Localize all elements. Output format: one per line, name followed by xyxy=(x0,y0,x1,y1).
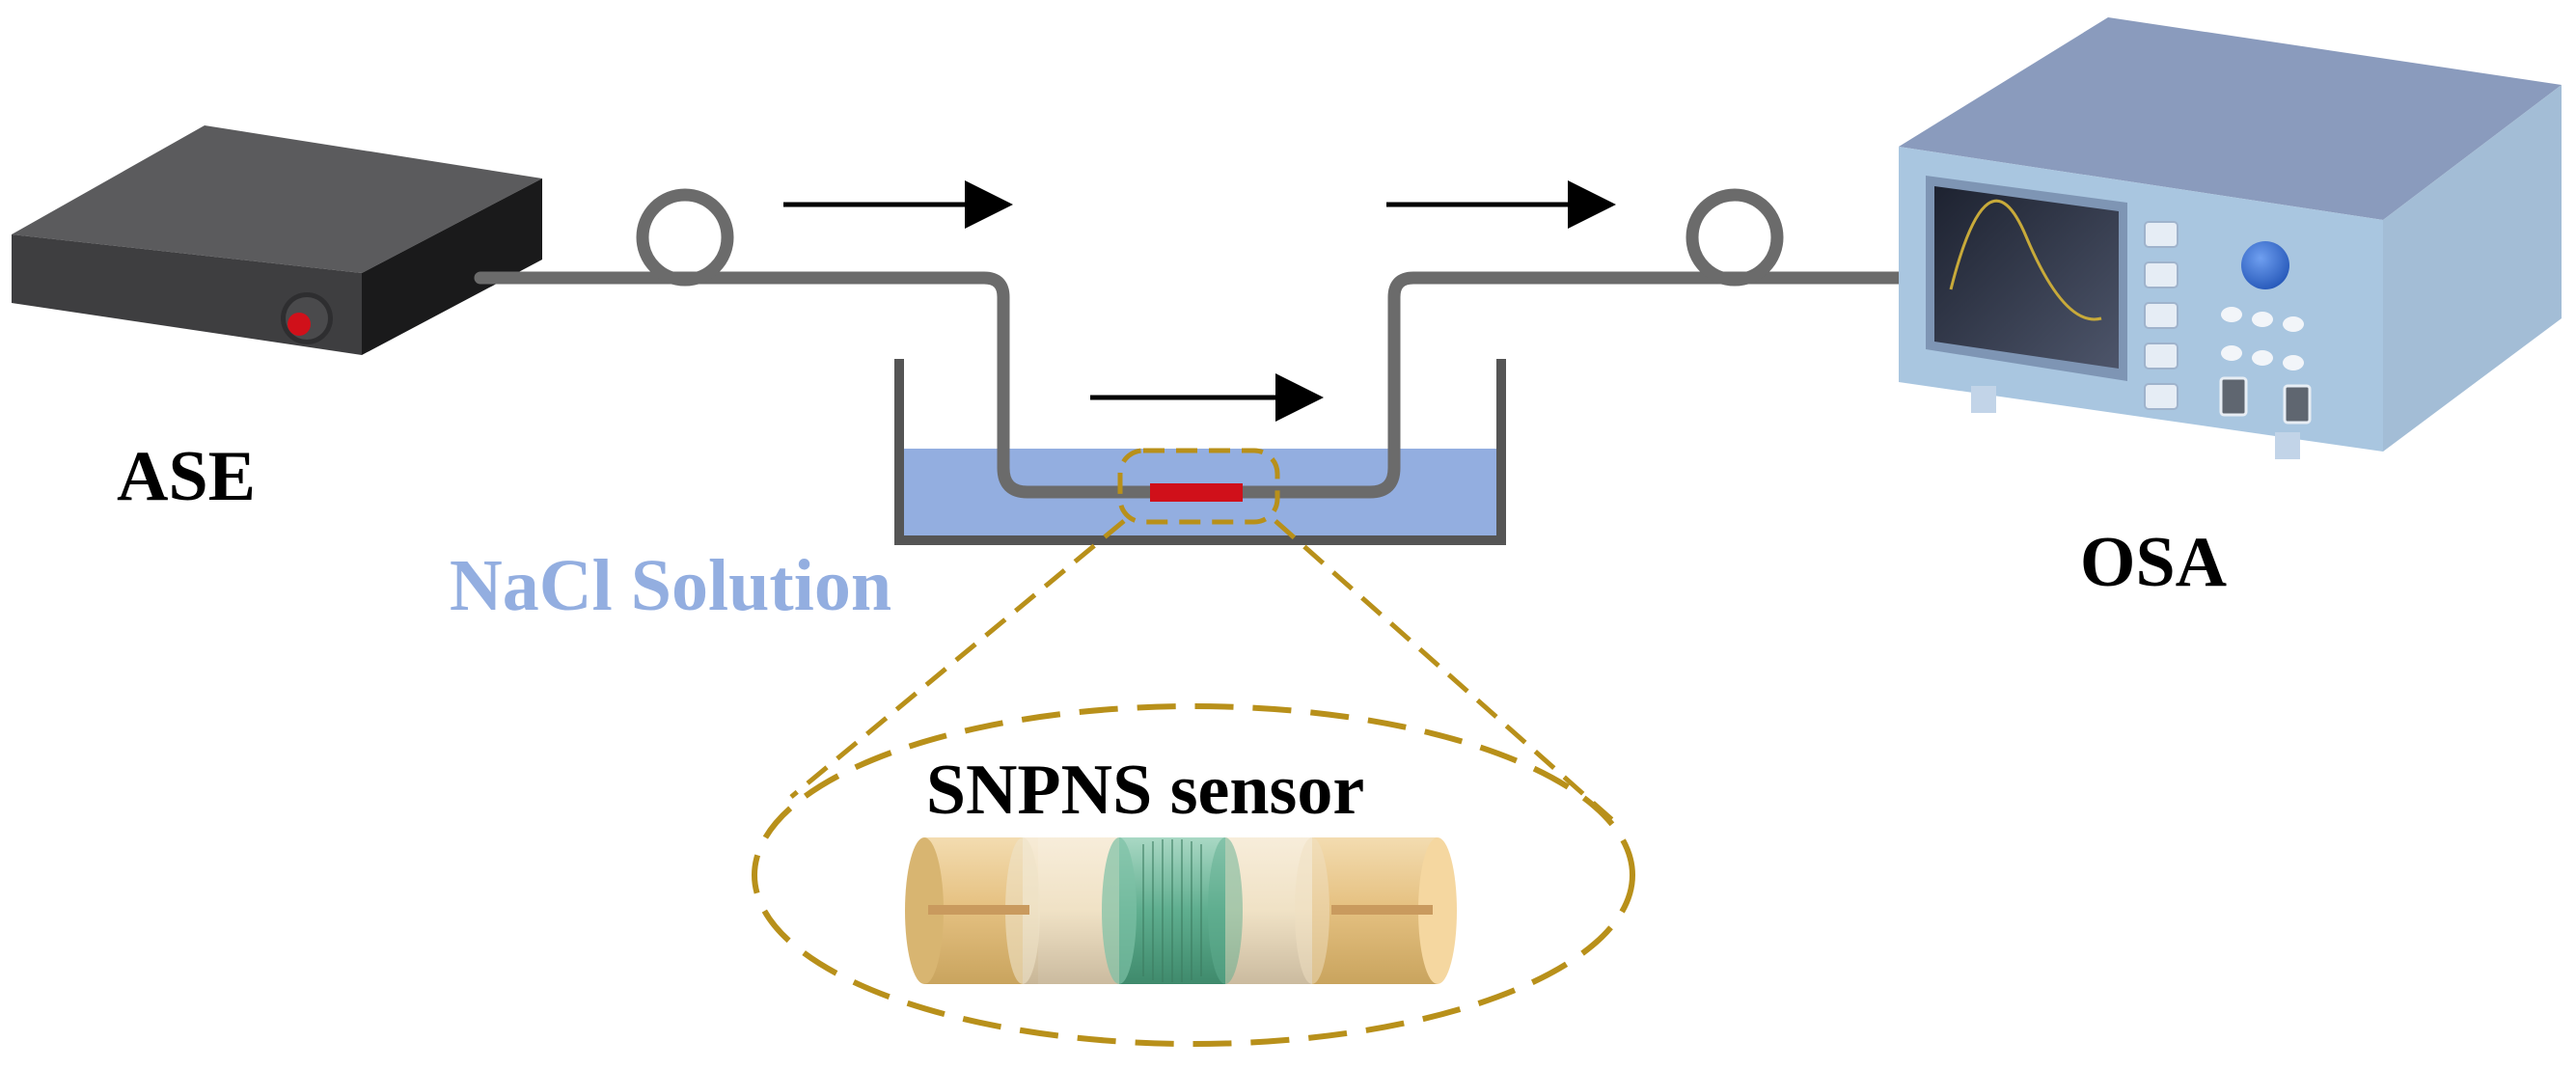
osa-switch-icon xyxy=(2219,376,2312,425)
ase-source-icon xyxy=(12,125,542,355)
sensor-label: SNPNS sensor xyxy=(926,751,1364,830)
osa-label: OSA xyxy=(2080,523,2227,602)
solution-label: NaCl Solution xyxy=(450,545,891,626)
sensor-cylinder-icon xyxy=(905,837,1457,984)
ase-output-port-icon xyxy=(281,292,333,344)
callout-box xyxy=(1117,448,1280,525)
callout-line-left xyxy=(789,519,1126,799)
osa-analyzer-icon xyxy=(1899,17,2562,459)
solution-container xyxy=(894,359,1506,545)
ase-label: ASE xyxy=(117,437,256,516)
osa-button-column-icon xyxy=(2144,221,2179,410)
osa-knob-icon xyxy=(2241,241,2289,289)
fiber-loop-right-icon xyxy=(1685,188,1784,287)
callout-ellipse xyxy=(752,703,1635,1047)
osa-screen-icon xyxy=(1926,176,2127,381)
fiber-loop-left-icon xyxy=(636,188,734,287)
sensing-region xyxy=(1150,483,1243,502)
osa-small-buttons-icon xyxy=(2221,307,2304,370)
